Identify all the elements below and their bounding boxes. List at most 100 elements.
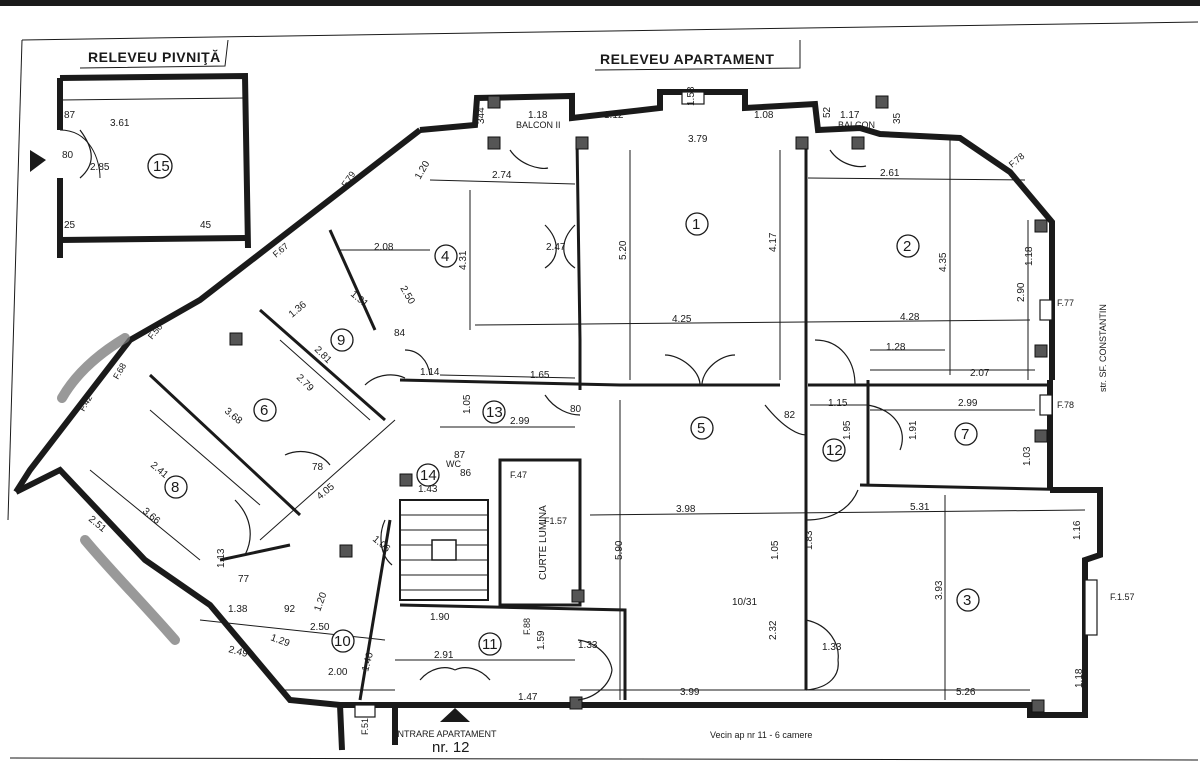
window-label: F.42 (77, 393, 94, 413)
dim-label: 1.18 (1074, 668, 1085, 688)
doors (79, 129, 903, 701)
dim-label: 3.66 (140, 506, 162, 527)
dim-label: 2.99 (958, 398, 978, 409)
dim-label: 5.20 (618, 240, 629, 260)
dim-label: 1.18 (1024, 246, 1035, 266)
room-3-number: 3 (963, 592, 971, 609)
dim-label: 52 (822, 106, 833, 118)
entrance-arrow (440, 708, 470, 722)
street-label: str. SF. CONSTANTIN (1098, 304, 1108, 392)
dimension-lines (59, 97, 1086, 700)
window-label: F.78 (1007, 151, 1026, 170)
dim-label: 5.90 (614, 540, 625, 560)
smudge-mark (80, 535, 180, 645)
dim-label: 1.91 (908, 420, 919, 440)
light-court (498, 458, 582, 607)
dim-label: 1.47 (518, 692, 538, 703)
dim-label: 84 (394, 328, 406, 339)
cellar-entry-arrow (30, 150, 46, 172)
column (875, 95, 889, 109)
dim-label: 2.81 (312, 344, 334, 366)
room-14-number: 14 (420, 467, 437, 484)
dim-label: 3.98 (676, 504, 696, 515)
room-1-number: 1 (692, 216, 700, 233)
window-label: F.78 (1057, 400, 1074, 410)
dim-label: 1.40 (360, 651, 376, 673)
dim-label: 1.18 (528, 110, 548, 121)
dim-label: 1.65 (530, 370, 550, 381)
sheet-left-border (7, 39, 23, 521)
dim-label: 1.05 (462, 394, 473, 414)
dim-label: 1.28 (886, 342, 906, 353)
apartment-walls (13, 89, 1103, 751)
window-label: F.77 (1057, 298, 1074, 308)
dim-label: 87 (454, 450, 466, 461)
dim-label: 1.06 (370, 534, 392, 555)
dim-label: 1.83 (804, 530, 815, 550)
dim-label: 80 (62, 150, 74, 161)
room-5-number: 5 (697, 420, 705, 437)
dim-label: 2.50 (397, 284, 416, 307)
dim-label: 2.99 (510, 416, 530, 427)
dim-label: 78 (312, 462, 324, 473)
room-markers (164, 212, 980, 656)
windows (354, 91, 1098, 718)
dim-label: 1.20 (312, 591, 329, 613)
room-8-number: 8 (171, 479, 179, 496)
light-court-label: CURTE LUMINA (538, 505, 549, 580)
window-label: F.88 (522, 618, 532, 635)
dim-label: 1.05 (770, 540, 781, 560)
dim-label: 1.90 (430, 612, 450, 623)
dim-label: 1.08 (754, 110, 774, 121)
wc-label: WC (446, 459, 461, 469)
room-15-marker (147, 153, 173, 179)
dim-label: 25 (64, 220, 76, 231)
dim-label: 4.35 (938, 252, 949, 272)
dim-label: 2.85 (90, 162, 110, 173)
dim-label: 1.95 (842, 420, 853, 440)
dim-label: 2.47 (546, 242, 566, 253)
column (571, 589, 585, 603)
room-9-number: 9 (337, 332, 345, 349)
dim-label: 86 (460, 468, 472, 479)
smudge-mark (57, 333, 130, 403)
dim-label: 1.20 (413, 159, 432, 182)
dim-label: 5.26 (956, 687, 976, 698)
staircase (399, 499, 489, 601)
dim-label: 3.93 (934, 580, 945, 600)
dim-label: 2.91 (434, 650, 454, 661)
dim-label: 1.17 (840, 110, 860, 121)
dim-label: 1.58 (686, 86, 697, 106)
room-4-number: 4 (441, 248, 449, 265)
dim-label: 1.43 (418, 484, 438, 495)
dim-label: 45 (200, 220, 212, 231)
room-7-number: 7 (961, 426, 969, 443)
dim-label: 2.08 (374, 242, 394, 253)
dim-label: 2.61 (880, 168, 900, 179)
entrance-number: nr. 12 (432, 739, 470, 756)
dim-label: 1.29 (269, 632, 291, 649)
dim-label: 1.38 (228, 604, 248, 615)
dim-label: 2.00 (328, 667, 348, 678)
room-12-number: 12 (826, 442, 843, 459)
dim-label: 35 (892, 112, 903, 124)
dim-label: 4.17 (768, 232, 779, 252)
sheet-top-border (21, 21, 1199, 41)
dim-label: 1.33 (822, 642, 842, 653)
cellar-plan: 3.61 80 87 25 45 2.85 (30, 72, 251, 258)
dim-label: 4.31 (458, 250, 469, 270)
dim-label: 3.68 (222, 406, 244, 427)
window-label: F.47 (510, 470, 527, 480)
dim-label: 4.05 (315, 481, 337, 502)
dim-label: 77 (238, 574, 250, 585)
dim-label: 10/31 (732, 597, 757, 608)
column (1034, 429, 1048, 443)
dim-label: 87 (64, 110, 76, 121)
neighbour-label: Vecin ap nr 11 - 6 camere (710, 730, 812, 740)
window-label: F.51 (360, 718, 370, 735)
dim-label: 3.79 (688, 134, 708, 145)
column (487, 136, 501, 150)
window-label: F.1.57 (1110, 592, 1135, 602)
room-11-number: 11 (482, 636, 498, 653)
